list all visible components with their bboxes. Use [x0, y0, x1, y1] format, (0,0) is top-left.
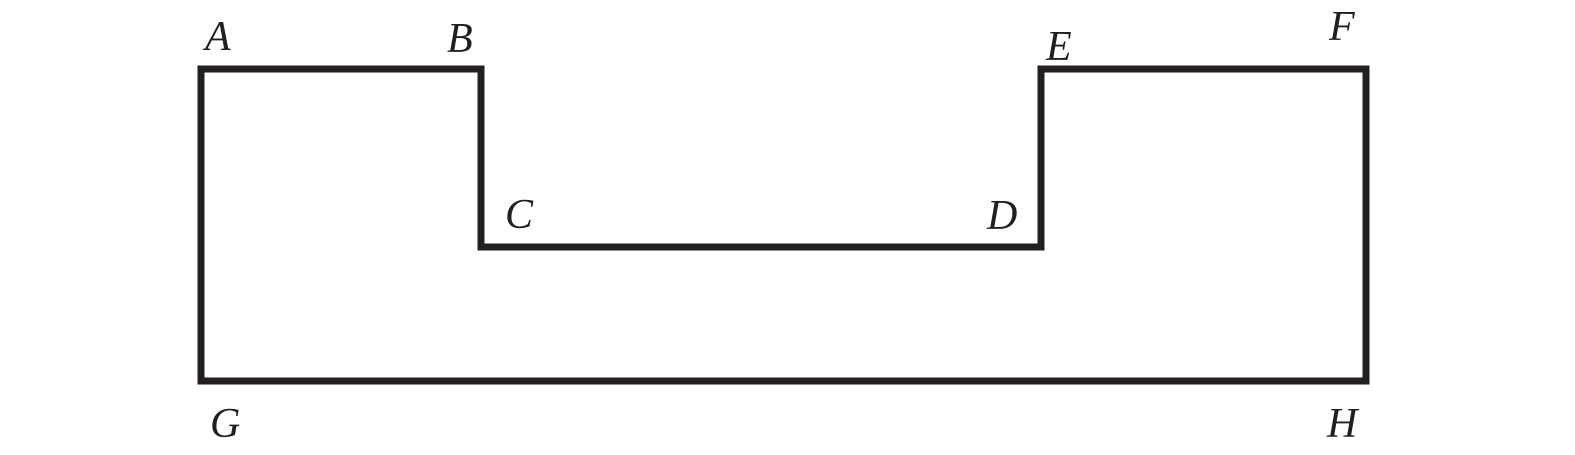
vertex-label-e: E: [1045, 24, 1072, 70]
vertex-label-c: C: [505, 192, 534, 238]
polygon-outline: [197, 65, 1370, 385]
vertex-label-h: H: [1326, 401, 1360, 447]
vertex-label-d: D: [986, 193, 1017, 239]
vertex-label-b: B: [447, 16, 473, 62]
vertex-label-g: G: [210, 401, 240, 447]
vertex-label-f: F: [1328, 4, 1355, 50]
vertex-label-a: A: [202, 14, 231, 60]
